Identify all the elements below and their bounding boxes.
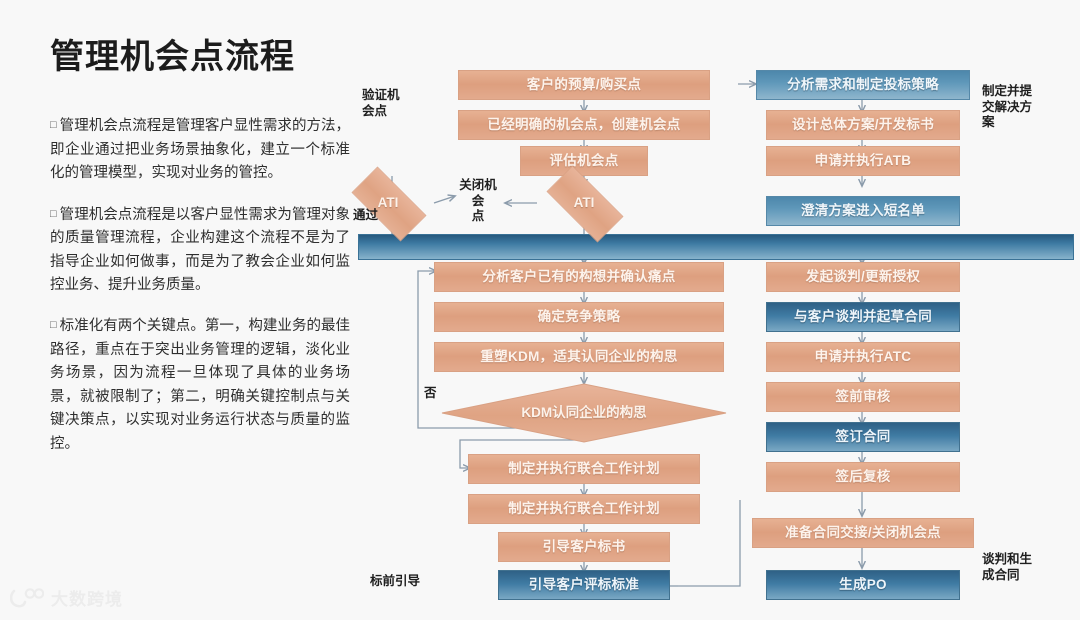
decision-kdm-agree[interactable]: KDM认同企业的构思 xyxy=(470,392,698,434)
node-label: 分析需求和制定投标策略 xyxy=(787,77,939,93)
paragraph-text-2: 管理机会点流程是以客户显性需求为管理对象的质量管理流程，企业构建这个流程不是为了… xyxy=(50,206,350,293)
node-label: 客户的预算/购买点 xyxy=(526,77,642,93)
node-generate-po[interactable]: 生成PO xyxy=(766,570,960,600)
node-design-overall-solution[interactable]: 设计总体方案/开发标书 xyxy=(766,110,960,140)
node-label: 已经明确的机会点，创建机会点 xyxy=(487,117,681,133)
watermark-text: 大数跨境 xyxy=(51,590,123,609)
body-paragraph-2: □管理机会点流程是以客户显性需求为管理对象的质量管理流程，企业构建这个流程不是为… xyxy=(50,204,350,298)
node-label: 签订合同 xyxy=(835,429,891,445)
paragraph-text-1: 管理机会点流程是管理客户显性需求的方法，即企业通过把业务场景抽象化，建立一个标准… xyxy=(50,118,350,182)
node-analyze-customer-ideas[interactable]: 分析客户已有的构想并确认痛点 xyxy=(434,262,724,292)
decision-label: KDM认同企业的构思 xyxy=(521,405,647,421)
node-create-opportunity[interactable]: 已经明确的机会点，创建机会点 xyxy=(458,110,710,140)
node-label: 制定并执行联合工作计划 xyxy=(508,501,660,517)
node-label: 澄清方案进入短名单 xyxy=(800,203,926,219)
node-label: 生成PO xyxy=(839,577,887,593)
node-label: 引导客户标书 xyxy=(542,539,626,555)
node-post-sign-review[interactable]: 签后复核 xyxy=(766,462,960,492)
page-title: 管理机会点流程 xyxy=(50,38,295,76)
bullet-glyph-1: □ xyxy=(50,119,57,132)
node-start-negotiation[interactable]: 发起谈判/更新授权 xyxy=(766,262,960,292)
node-label: 制定并执行联合工作计划 xyxy=(508,461,660,477)
node-prepare-handover[interactable]: 准备合同交接/关闭机会点 xyxy=(752,518,974,548)
bullet-glyph-2: □ xyxy=(50,207,57,220)
node-label: 确定竞争策略 xyxy=(537,309,621,325)
node-negotiate-draft-contract[interactable]: 与客户谈判并起草合同 xyxy=(766,302,960,332)
phase-divider-band xyxy=(358,234,1074,260)
node-label: 签前审核 xyxy=(835,389,891,405)
node-define-competitive-strategy[interactable]: 确定竞争策略 xyxy=(434,302,724,332)
node-label: 引导客户评标标准 xyxy=(528,577,640,593)
node-label: 申请并执行ATB xyxy=(814,153,912,169)
decision-label: ATI xyxy=(377,195,399,211)
node-joint-work-plan-1[interactable]: 制定并执行联合工作计划 xyxy=(468,454,700,484)
node-apply-execute-atc[interactable]: 申请并执行ATC xyxy=(766,342,960,372)
node-apply-execute-atb[interactable]: 申请并执行ATB xyxy=(766,146,960,176)
node-sign-contract[interactable]: 签订合同 xyxy=(766,422,960,452)
label-no: 否 xyxy=(424,386,437,400)
node-label: 申请并执行ATC xyxy=(814,349,912,365)
paragraph-text-3: 标准化有两个关键点。第一，构建业务的最佳路径，重点在于突出业务管理的逻辑，淡化业… xyxy=(50,318,350,452)
node-joint-work-plan-2[interactable]: 制定并执行联合工作计划 xyxy=(468,494,700,524)
node-label: 设计总体方案/开发标书 xyxy=(791,117,935,133)
node-label: 签后复核 xyxy=(835,469,891,485)
label-pass: 通过 xyxy=(353,208,379,222)
node-label: 准备合同交接/关闭机会点 xyxy=(785,525,941,541)
label-close-opportunity: 关闭机 会 点 xyxy=(459,178,497,224)
decision-ati-left[interactable]: ATI xyxy=(340,166,436,242)
body-paragraph-1: □管理机会点流程是管理客户显性需求的方法，即企业通过把业务场景抽象化，建立一个标… xyxy=(50,115,350,185)
node-label: 分析客户已有的构想并确认痛点 xyxy=(482,269,676,285)
node-analyze-demand-bid-strategy[interactable]: 分析需求和制定投标策略 xyxy=(756,70,970,100)
left-text-panel: 管理机会点流程 □管理机会点流程是管理客户显性需求的方法，即企业通过把业务场景抽… xyxy=(50,38,350,474)
node-label: 评估机会点 xyxy=(549,153,619,169)
node-customer-budget[interactable]: 客户的预算/购买点 xyxy=(458,70,710,100)
watermark: 大数跨境 xyxy=(9,585,123,610)
node-assess-opportunity[interactable]: 评估机会点 xyxy=(520,146,648,176)
label-make-and-submit-solution: 制定并提 交解决方 案 xyxy=(982,84,1033,130)
label-pre-bid-guidance: 标前引导 xyxy=(370,574,421,588)
node-label: 发起谈判/更新授权 xyxy=(805,269,921,285)
decision-label: ATI xyxy=(573,195,595,211)
node-guide-evaluation-criteria[interactable]: 引导客户评标标准 xyxy=(498,570,670,600)
node-guide-customer-bid[interactable]: 引导客户标书 xyxy=(498,532,670,562)
node-clarify-shortlist[interactable]: 澄清方案进入短名单 xyxy=(766,196,960,226)
body-paragraph-3: □标准化有两个关键点。第一，构建业务的最佳路径，重点在于突出业务管理的逻辑，淡化… xyxy=(50,315,350,456)
node-pre-sign-review[interactable]: 签前审核 xyxy=(766,382,960,412)
brand-logo-icon xyxy=(9,587,45,609)
bullet-glyph-3: □ xyxy=(50,319,57,332)
label-verify-opportunity: 验证机 会点 xyxy=(362,88,400,118)
node-label: 与客户谈判并起草合同 xyxy=(794,309,932,325)
label-negotiate-and-generate-contract: 谈判和生 成合同 xyxy=(982,552,1033,582)
node-reshape-kdm[interactable]: 重塑KDM，适其认同企业的构思 xyxy=(434,342,724,372)
node-label: 重塑KDM，适其认同企业的构思 xyxy=(480,349,678,365)
decision-ati-right[interactable]: ATI xyxy=(534,165,634,243)
